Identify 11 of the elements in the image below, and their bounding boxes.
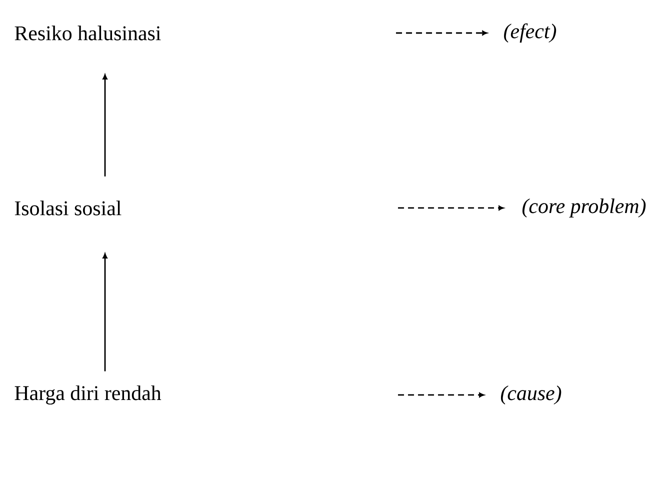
- arrow: [398, 206, 504, 210]
- text-label: (core problem): [522, 198, 646, 218]
- arrow: [102, 253, 108, 372]
- text-label: Harga diri rendah: [14, 385, 162, 404]
- text-label: Isolasi sosial: [14, 200, 122, 216]
- arrow: [396, 30, 488, 36]
- text-label: Resiko halusinasi: [14, 26, 161, 40]
- text-label: (efect): [504, 23, 556, 43]
- arrow: [102, 74, 108, 176]
- arrow: [398, 392, 484, 398]
- text-label: (cause): [500, 386, 562, 404]
